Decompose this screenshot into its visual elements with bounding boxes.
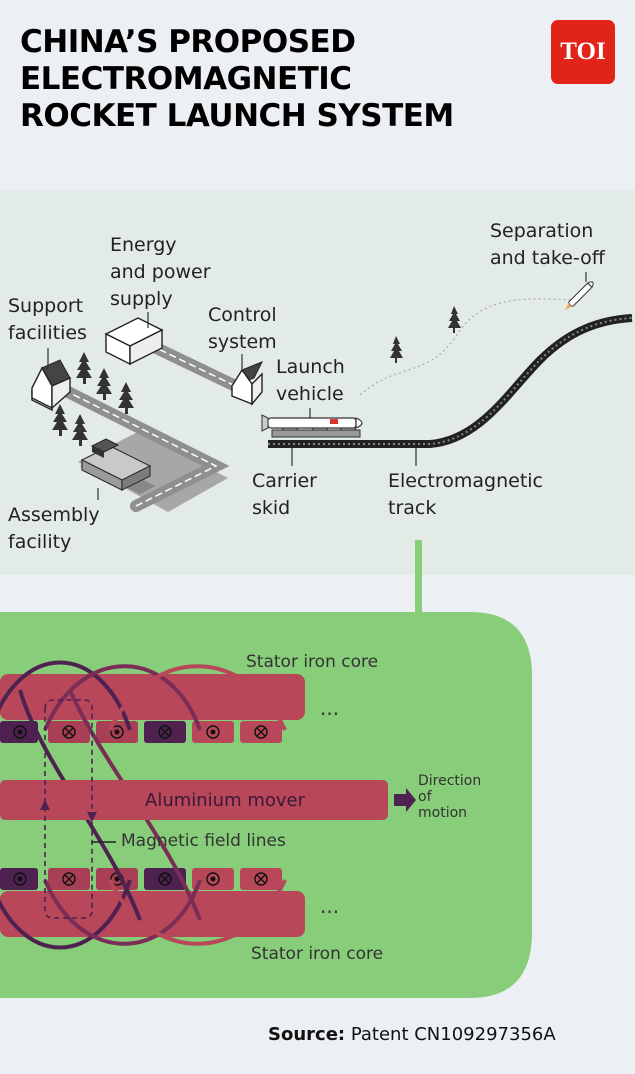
label-energy-supply: Energy and power supply: [110, 234, 211, 310]
support-facilities-house: [31, 359, 71, 412]
arrow-right-icon: [394, 788, 416, 812]
toi-logo: TOI: [551, 20, 615, 84]
label-separation: Separation and take-off: [490, 220, 605, 269]
current-out-of-page-icon: [206, 872, 220, 886]
trees: [52, 306, 461, 446]
label-carrier-skid: Carrier skid: [252, 470, 317, 519]
label-stator-top: Stator iron core: [246, 652, 379, 672]
title-line-1: CHINA’S PROPOSED: [20, 24, 356, 60]
current-out-of-page-icon: [13, 872, 27, 886]
label-support-facilities: Support facilities: [8, 295, 87, 344]
current-symbols: [13, 725, 268, 886]
current-into-page-icon: [254, 725, 268, 739]
connector-bar: [415, 540, 422, 618]
current-into-page-icon: [62, 872, 76, 886]
label-leaders: [47, 272, 587, 500]
launch-vehicle-rocket: [261, 414, 363, 432]
aluminium-mover: [0, 780, 388, 820]
current-out-of-page-icon: [110, 725, 124, 739]
take-off-rocket: [565, 281, 594, 310]
label-aluminium-mover: Aluminium mover: [145, 790, 306, 811]
label-magnetic-field-lines: Magnetic field lines: [121, 831, 286, 851]
current-into-page-icon: [158, 872, 172, 886]
current-out-of-page-icon: [206, 725, 220, 739]
trajectory-line: [359, 298, 581, 396]
source-prefix: Source:: [268, 1024, 346, 1045]
label-stator-bottom: Stator iron core: [251, 944, 384, 964]
ellipsis-top: ...: [320, 696, 340, 720]
current-into-page-icon: [62, 725, 76, 739]
title-line-2: ELECTROMAGNETIC: [20, 61, 352, 97]
ellipsis-bottom: ...: [320, 894, 340, 918]
label-direction-of-motion: Direction of motion: [418, 773, 482, 821]
source-credit: Source: Patent CN109297356A: [268, 1024, 556, 1045]
label-electromagnetic-track: Electromagnetic track: [388, 470, 544, 519]
current-out-of-page-icon: [13, 725, 27, 739]
current-into-page-icon: [254, 872, 268, 886]
current-into-page-icon: [158, 725, 172, 739]
roads: [58, 339, 254, 512]
label-launch-vehicle: Launch vehicle: [276, 356, 345, 405]
electromagnetic-track: [268, 314, 633, 448]
label-control-system: Control system: [208, 304, 277, 353]
source-text: Patent CN109297356A: [350, 1024, 556, 1045]
control-system-house: [230, 361, 264, 406]
magnetic-field-loop: [44, 699, 93, 919]
page-title: CHINA’S PROPOSED ELECTROMAGNETIC ROCKET …: [20, 24, 520, 135]
title-line-3: ROCKET LAUNCH SYSTEM: [20, 98, 454, 134]
label-assembly-facility: Assembly facility: [8, 504, 100, 553]
